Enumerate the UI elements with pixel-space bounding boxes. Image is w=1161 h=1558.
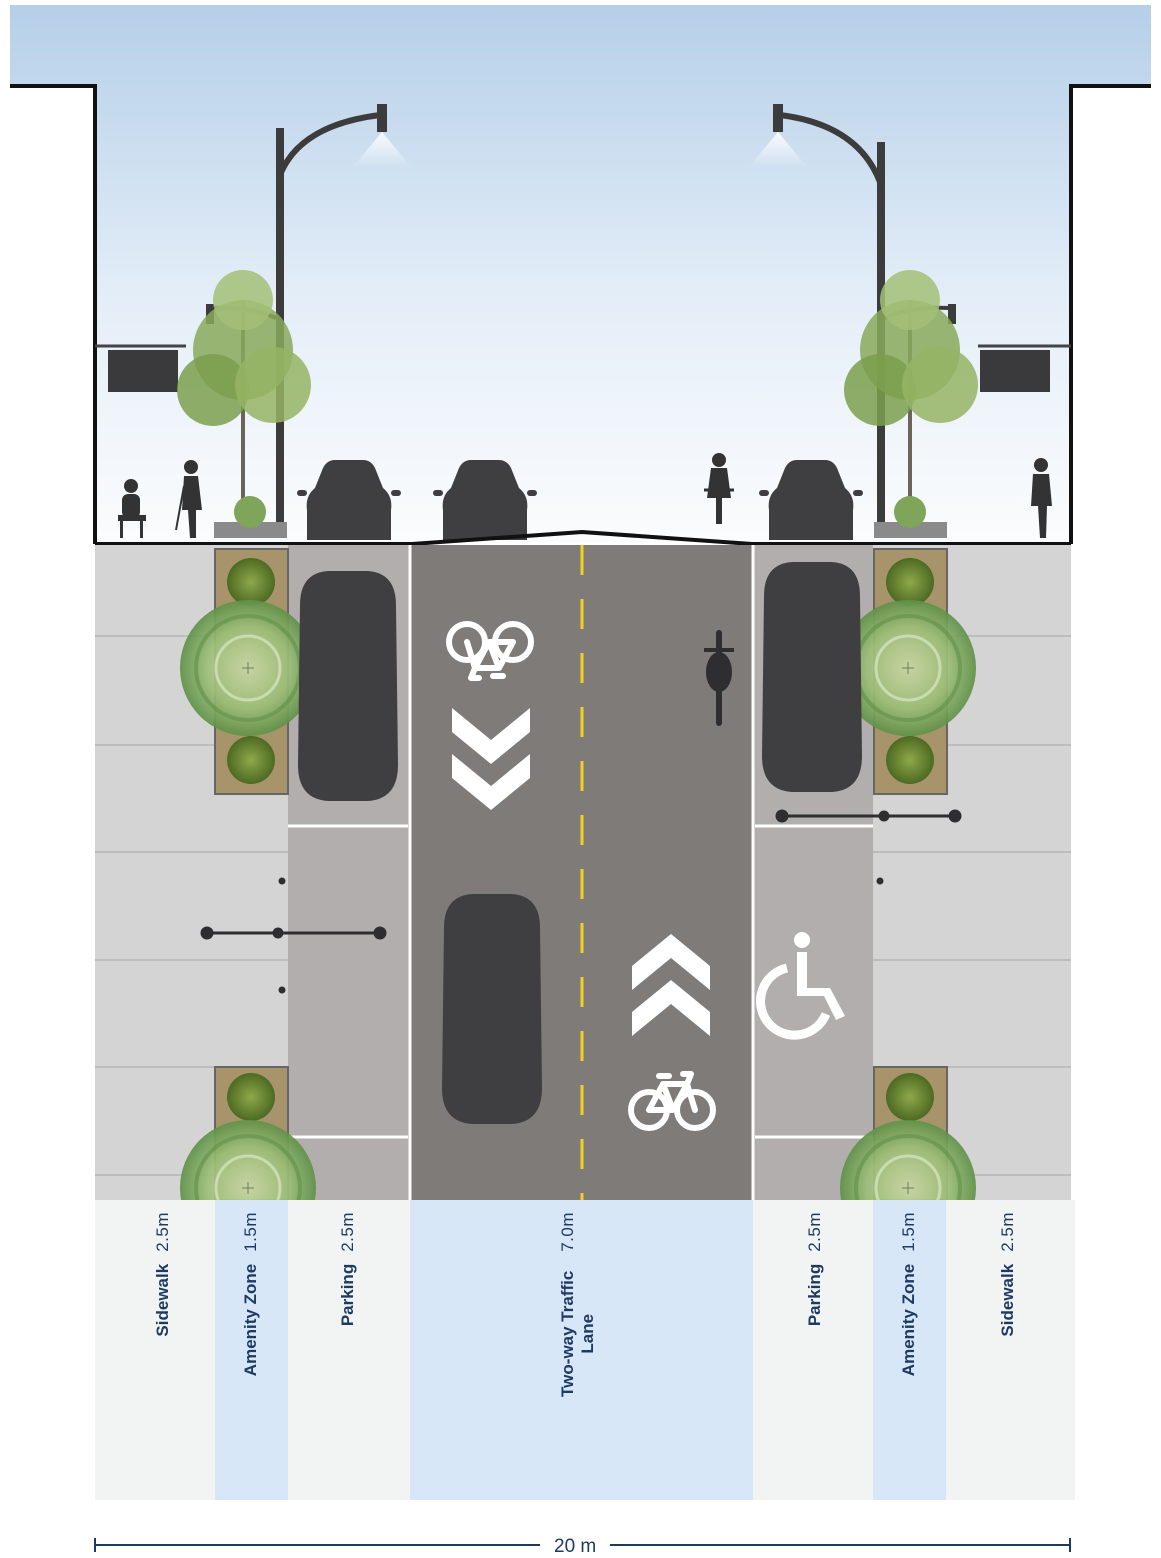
shop-sign (978, 344, 1071, 392)
ground-line (95, 529, 1071, 546)
car-icon (298, 571, 398, 801)
zone-name: Amenity Zone (241, 1263, 260, 1377)
total-dimension-line (94, 1538, 1071, 1552)
wheelchair-icon (756, 932, 845, 1040)
zone-width: 2.5m (998, 1212, 1017, 1252)
planter (178, 548, 318, 795)
zone-name: Parking (338, 1263, 357, 1327)
car-icon (762, 562, 862, 792)
zone-width: 2.5m (338, 1212, 357, 1252)
zone-name: Amenity Zone (899, 1263, 918, 1377)
cyclist-icon (704, 453, 734, 524)
dimension-marker (200, 877, 387, 994)
zone-width: 7.0m (558, 1212, 577, 1252)
chevron-icon (452, 708, 530, 810)
dimension-marker (775, 809, 962, 885)
tree-icon (178, 598, 318, 738)
zone-name: Sidewalk (153, 1263, 172, 1337)
zone-name: Two-way Traffic Lane (558, 1270, 597, 1397)
sky (10, 5, 1151, 542)
zone-width: 1.5m (899, 1212, 918, 1252)
pedestrian-icon (118, 479, 146, 538)
planter (838, 1066, 978, 1258)
car-icon (442, 894, 542, 1124)
shop-sign (95, 344, 186, 392)
zone-width: 1.5m (241, 1212, 260, 1252)
zone-name: Parking (805, 1263, 824, 1327)
total-width-label: 20 m (548, 1536, 603, 1558)
zone-name: Sidewalk (998, 1263, 1017, 1337)
pedestrian-icon (175, 460, 202, 538)
zone-width: 2.5m (153, 1212, 172, 1252)
building-outline (10, 84, 1151, 544)
pedestrian-icon (1031, 458, 1052, 538)
chevron-icon (632, 934, 710, 1036)
zone-width: 2.5m (805, 1212, 824, 1252)
planter (838, 548, 978, 795)
cyclist-icon (704, 630, 734, 726)
